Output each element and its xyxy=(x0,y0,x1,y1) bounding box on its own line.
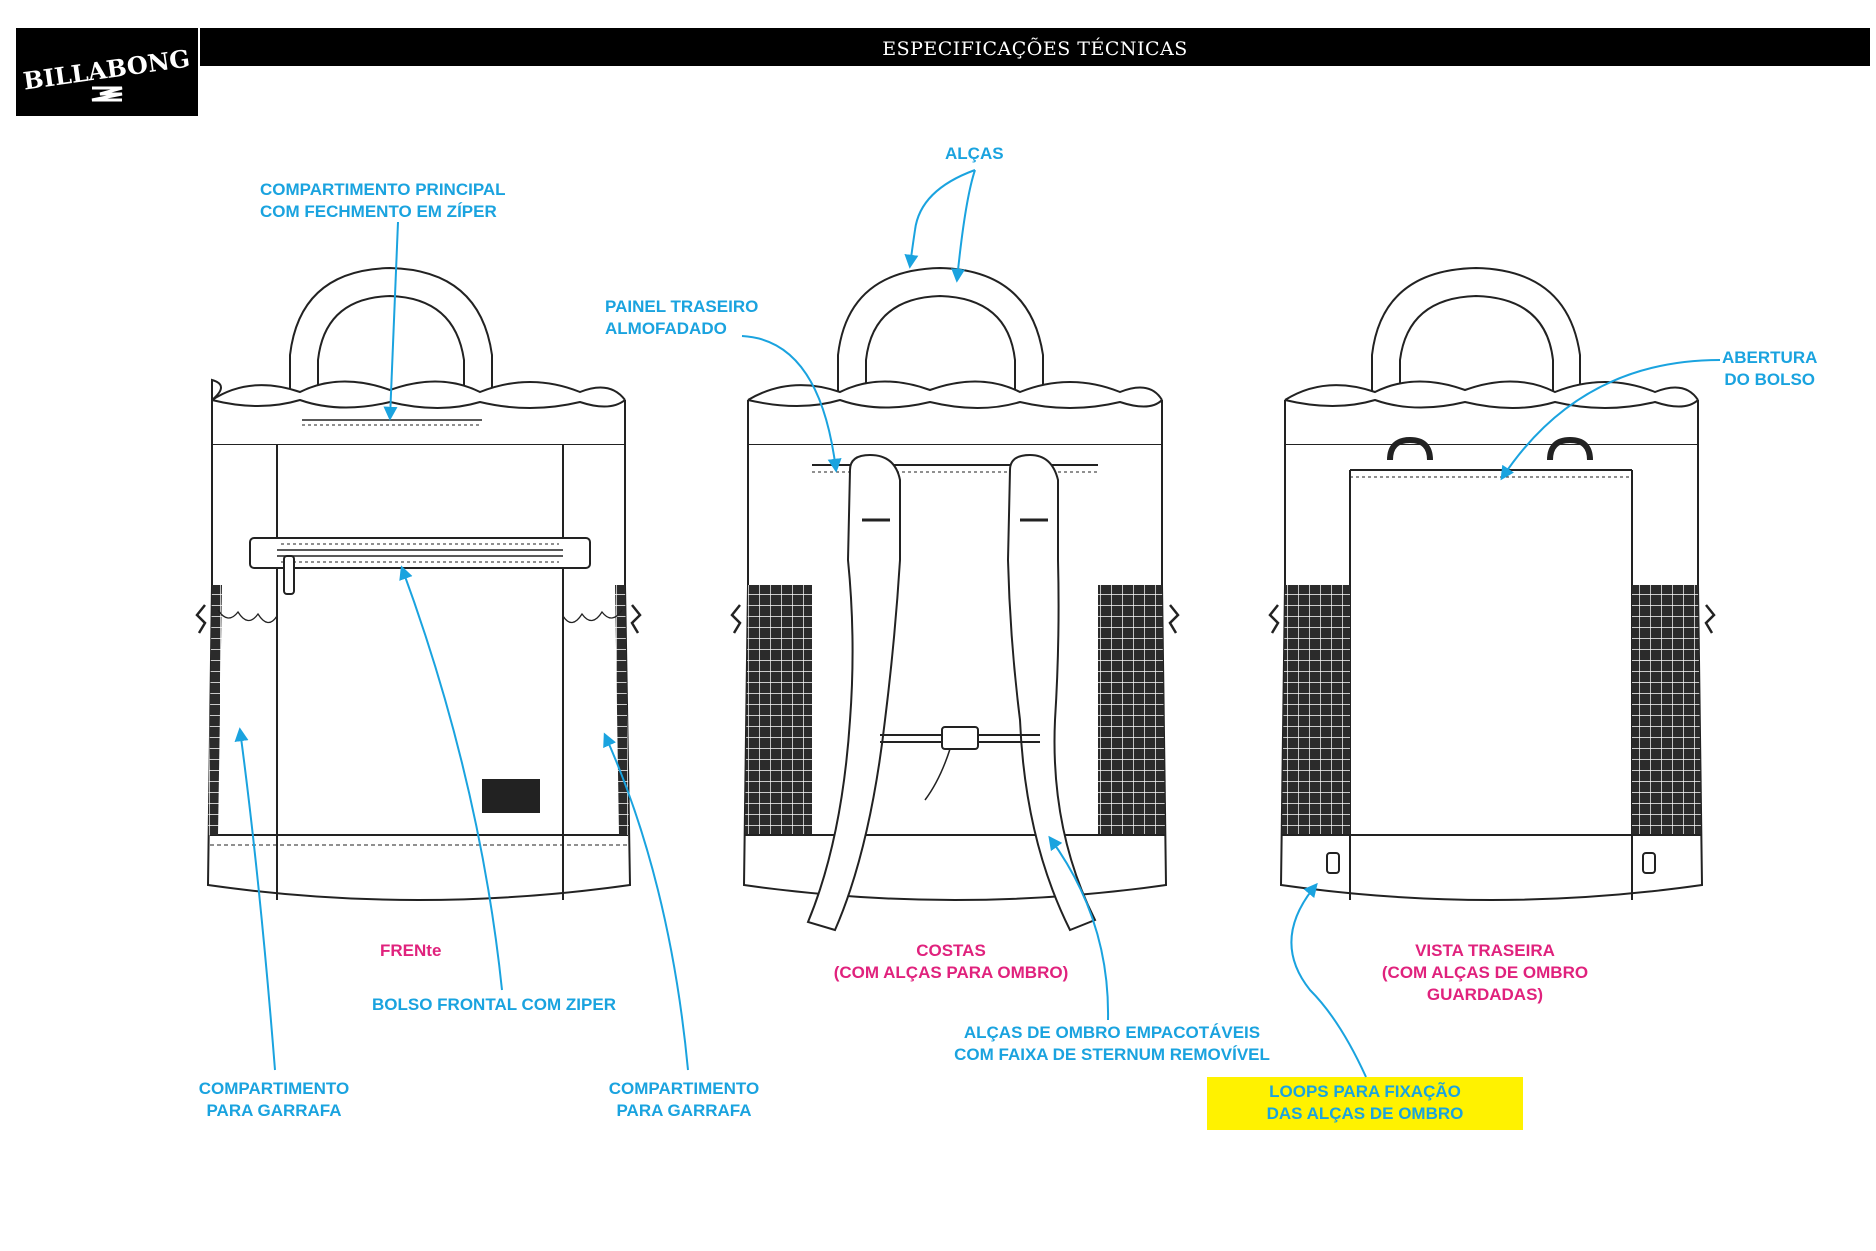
callout-main-compartment: COMPARTIMENTO PRINCIPAL COM FECHMENTO EM… xyxy=(260,179,506,223)
callout-loops-line2: DAS ALÇAS DE OMBRO xyxy=(1266,1104,1464,1123)
loops-highlight xyxy=(1207,1077,1523,1130)
view-label-rear-line2: (COM ALÇAS DE OMBRO xyxy=(1381,963,1589,982)
view-label-back: COSTAS (COM ALÇAS PARA OMBRO) xyxy=(822,940,1080,984)
callout-shoulder-straps-line2: COM FAIXA DE STERNUM REMOVÍVEL xyxy=(954,1045,1270,1064)
callout-bottle-right-line2: PARA GARRAFA xyxy=(616,1101,752,1120)
callout-pocket-opening-line2: DO BOLSO xyxy=(1724,370,1816,389)
billabong-logo-icon: BILLABONG xyxy=(21,43,192,102)
callout-front-pocket: BOLSO FRONTAL COM ZIPER xyxy=(372,995,616,1014)
callout-bottle-left-line2: PARA GARRAFA xyxy=(206,1101,342,1120)
header-bar: ESPECIFICAÇÕES TÉCNICAS xyxy=(200,28,1870,66)
callout-shoulder-straps: ALÇAS DE OMBRO EMPACOTÁVEIS COM FAIXA DE… xyxy=(940,1022,1284,1066)
view-label-rear-line1: VISTA TRASEIRA xyxy=(1415,941,1555,960)
callout-bottle-right: COMPARTIMENTO PARA GARRAFA xyxy=(600,1078,768,1122)
callout-back-panel: PAINEL TRASEIRO ALMOFADADO xyxy=(605,296,758,340)
view-label-rear: VISTA TRASEIRA (COM ALÇAS DE OMBRO GUARD… xyxy=(1368,940,1602,1006)
callout-loops: LOOPS PARA FIXAÇÃO DAS ALÇAS DE OMBRO xyxy=(1207,1081,1523,1125)
callout-bottle-left-line1: COMPARTIMENTO xyxy=(198,1079,350,1098)
view-label-back-line2: (COM ALÇAS PARA OMBRO) xyxy=(833,963,1069,982)
callout-bottle-left: COMPARTIMENTO PARA GARRAFA xyxy=(190,1078,358,1122)
back-view-drawing xyxy=(730,266,1180,932)
callout-bottle-right-line1: COMPARTIMENTO xyxy=(608,1079,760,1098)
callout-handles: ALÇAS xyxy=(945,144,1004,163)
callout-pocket-opening: ABERTURA DO BOLSO xyxy=(1722,347,1817,391)
view-label-front: FRENte xyxy=(380,941,442,960)
callout-back-panel-line2: ALMOFADADO xyxy=(605,319,727,338)
callout-main-compartment-line1: COMPARTIMENTO PRINCIPAL xyxy=(260,180,506,199)
view-label-rear-line3: GUARDADAS) xyxy=(1426,985,1544,1004)
view-label-back-line1: COSTAS xyxy=(916,941,986,960)
front-view-drawing xyxy=(195,266,642,901)
callout-back-panel-line1: PAINEL TRASEIRO xyxy=(605,297,759,316)
callout-main-compartment-line2: COM FECHMENTO EM ZÍPER xyxy=(260,202,497,221)
page-title: ESPECIFICAÇÕES TÉCNICAS xyxy=(882,38,1188,60)
callout-arrows xyxy=(234,169,1721,1078)
callout-shoulder-straps-line1: ALÇAS DE OMBRO EMPACOTÁVEIS xyxy=(963,1023,1261,1042)
brand-logo: BILLABONG xyxy=(16,28,198,116)
rear-view-drawing xyxy=(1268,266,1716,901)
callout-loops-line1: LOOPS PARA FIXAÇÃO xyxy=(1269,1082,1461,1101)
callout-pocket-opening-line1: ABERTURA xyxy=(1722,348,1818,367)
